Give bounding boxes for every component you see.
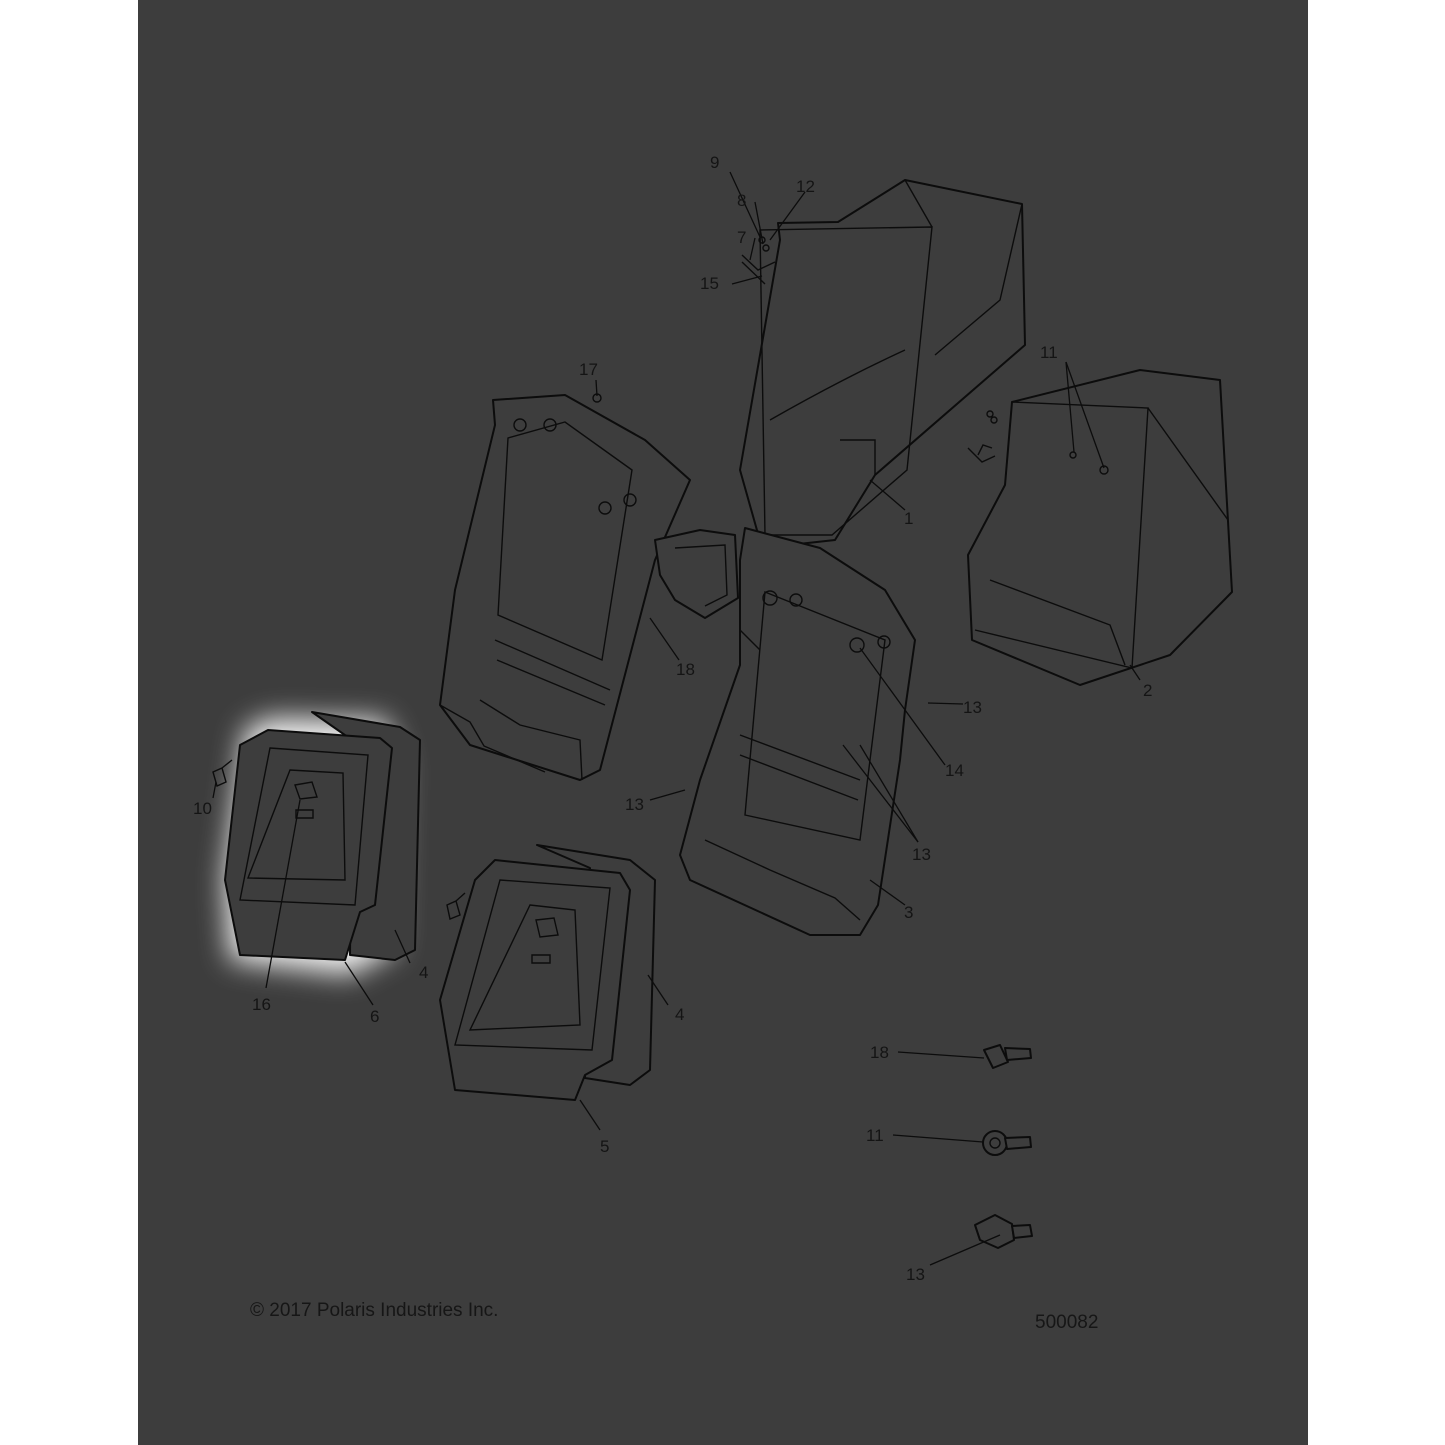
callout-4-right: 4 [675, 1005, 684, 1024]
callout-13-detail: 13 [906, 1265, 925, 1284]
callout-18-detail: 18 [870, 1043, 889, 1062]
drawing-number: 500082 [1035, 1312, 1098, 1333]
callout-14: 14 [945, 761, 964, 780]
callout-16: 16 [252, 995, 271, 1014]
callout-11-top: 11 [1040, 343, 1058, 362]
part-3-right-panel [679, 527, 916, 936]
callout-10: 10 [193, 799, 212, 818]
callout-12: 12 [796, 177, 815, 196]
copyright-notice: © 2017 Polaris Industries Inc. [250, 1300, 498, 1321]
part-2-storage-box [967, 369, 1233, 686]
callout-17: 17 [579, 360, 598, 379]
callout-13-center: 13 [625, 795, 644, 814]
callout-13-lower: 13 [912, 845, 931, 864]
callout-1: 1 [904, 509, 913, 528]
callout-15: 15 [700, 274, 719, 293]
callout-7: 7 [737, 228, 746, 247]
part-5-lid-assembly [439, 844, 656, 1101]
callout-11-detail: 11 [866, 1126, 884, 1145]
callout-9: 9 [710, 153, 719, 172]
part-3-left-panel [439, 394, 691, 781]
part-1-storage-box [739, 179, 1026, 549]
callout-4-left: 4 [419, 963, 428, 982]
callout-6: 6 [370, 1007, 379, 1026]
callout-5: 5 [600, 1137, 609, 1156]
callout-8: 8 [737, 191, 746, 210]
part-6-lid-assembly-highlighted [224, 711, 421, 975]
callout-13-right: 13 [963, 698, 982, 717]
hardware-rivet-13 [974, 1214, 1033, 1249]
callout-18-top: 18 [676, 660, 695, 679]
hardware-bolt-11 [982, 1130, 1032, 1156]
leader-lines [212, 171, 1141, 1266]
hardware-bolt-18 [983, 1044, 1032, 1069]
callout-2: 2 [1143, 681, 1152, 700]
center-connector [654, 529, 739, 619]
callout-3: 3 [904, 903, 913, 922]
callout-labels: 9 12 8 7 15 17 11 1 18 2 13 14 10 13 13 … [193, 153, 1152, 1284]
